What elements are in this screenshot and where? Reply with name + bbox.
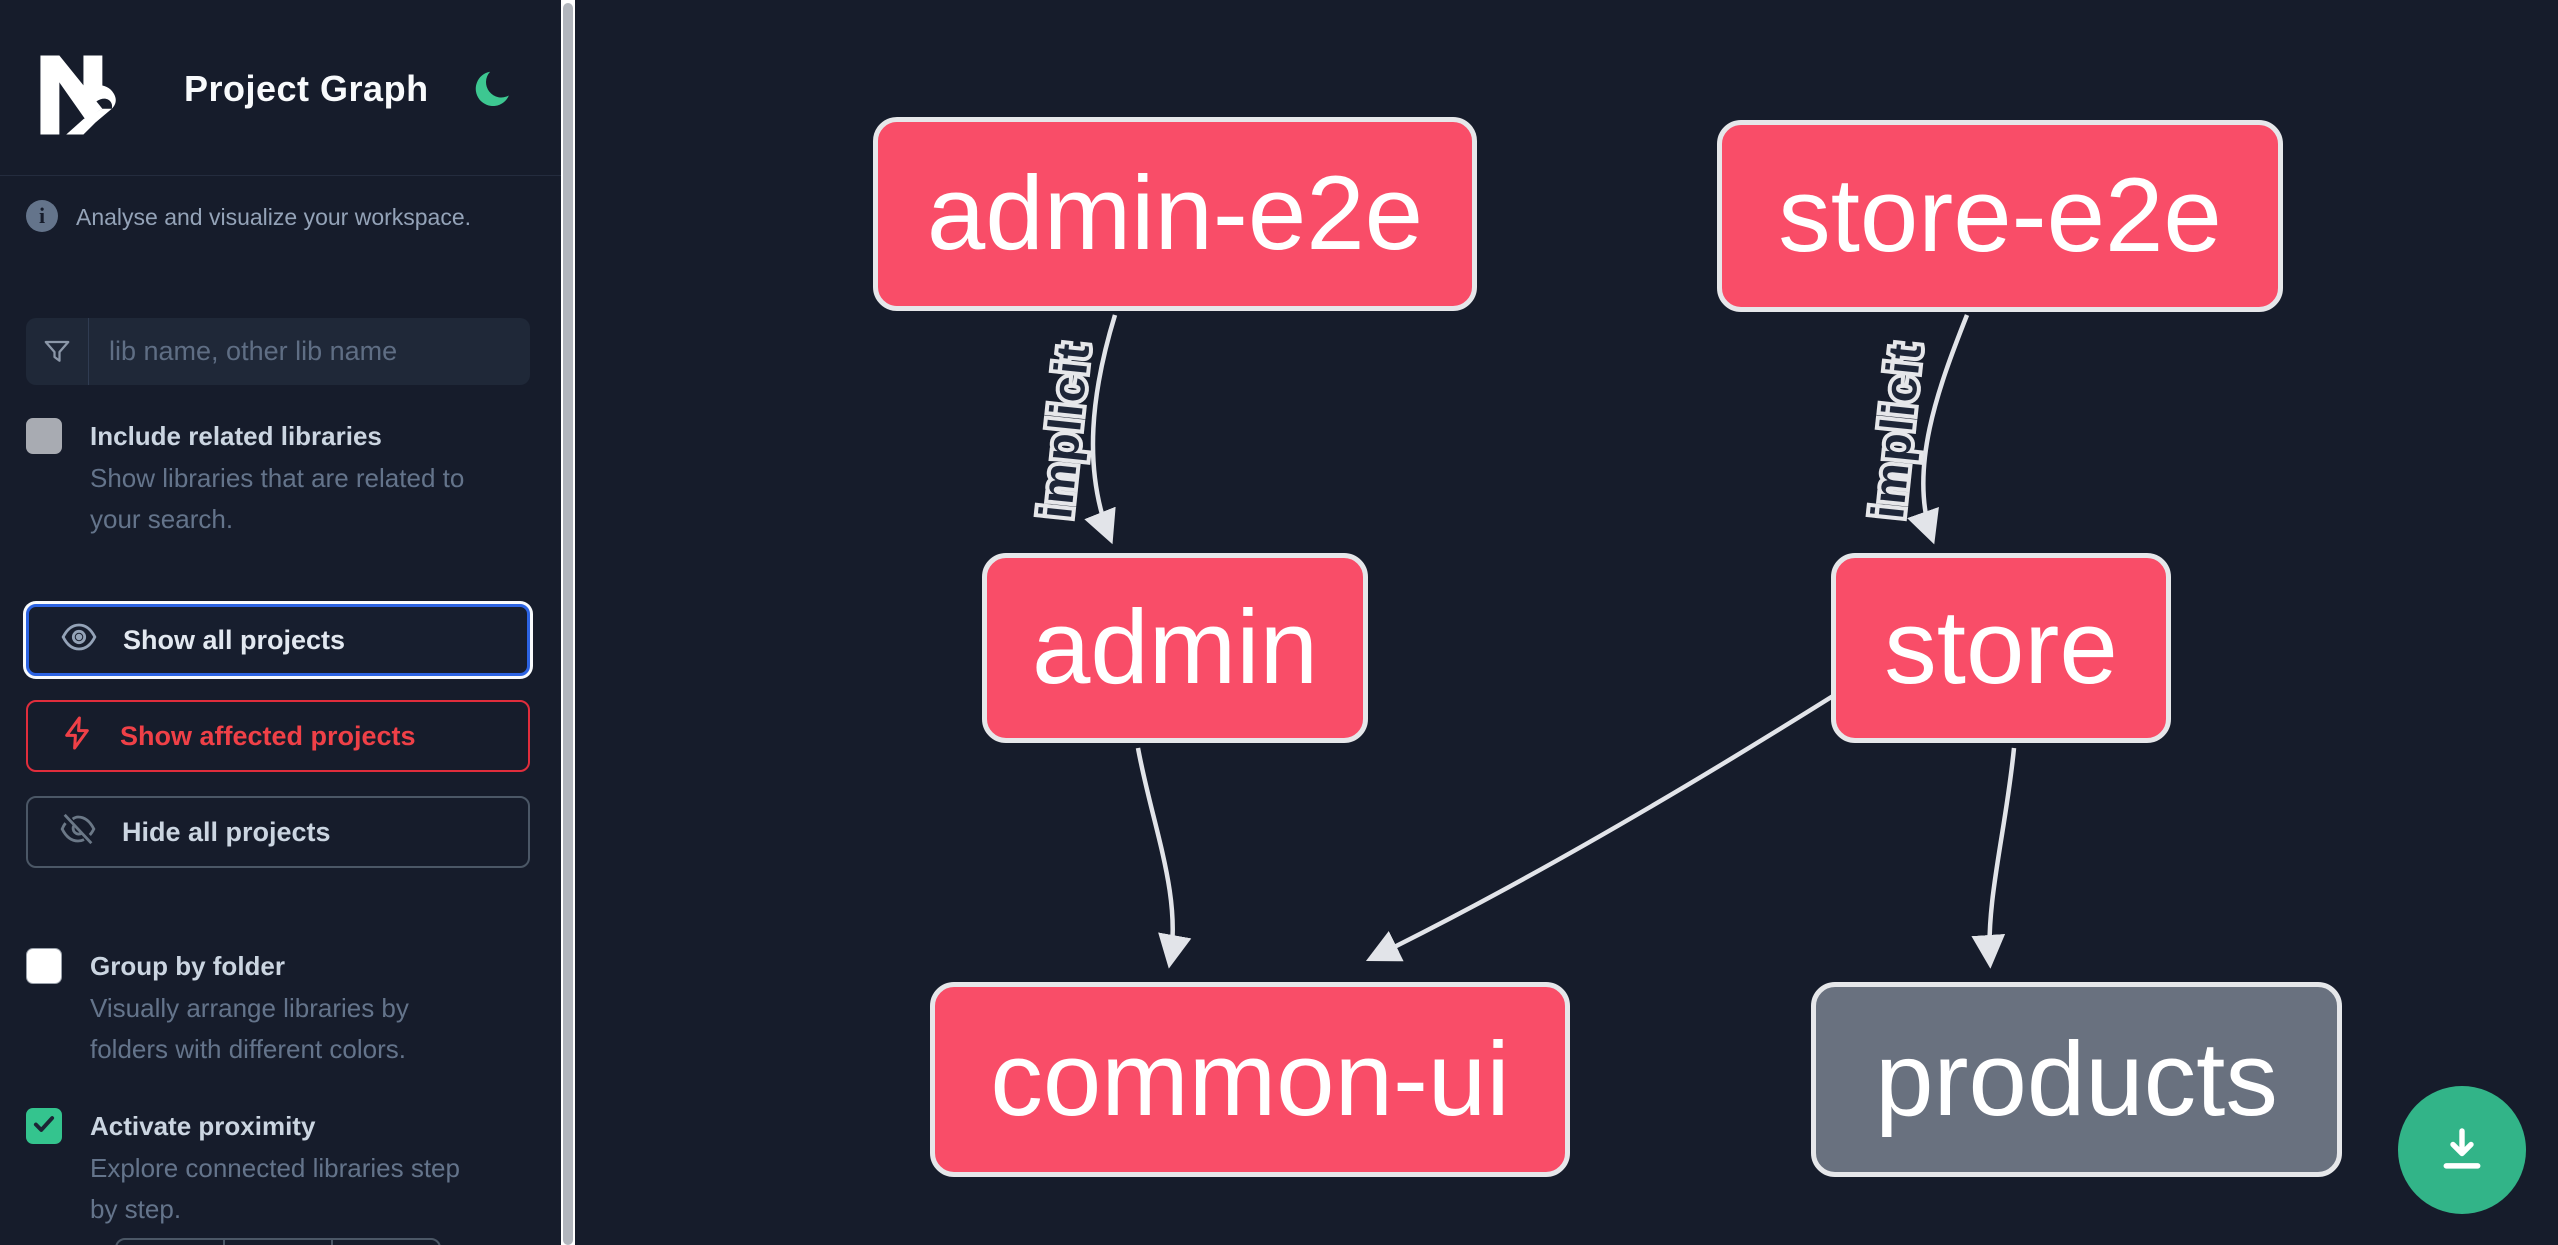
include-related-label: Include related libraries <box>90 421 382 451</box>
filter-funnel-icon <box>26 318 89 385</box>
moon-icon <box>469 71 515 115</box>
workspace-tagline-row: i Analyse and visualize your workspace. <box>26 200 536 232</box>
edge-admin-common-ui <box>1135 747 1192 969</box>
project-node-products[interactable]: products <box>1811 982 2342 1177</box>
activate-proximity-checkbox[interactable] <box>26 1108 62 1144</box>
proximity-value-segment <box>225 1240 333 1245</box>
page-title: Project Graph <box>184 68 429 109</box>
edge-admin-e2e-admin <box>1084 314 1118 545</box>
include-related-checkbox[interactable] <box>26 418 62 454</box>
edge-store-products <box>1971 747 2017 969</box>
download-graph-button[interactable] <box>2398 1086 2526 1214</box>
edge-store-e2e-store <box>1907 314 1970 545</box>
project-node-admin-e2e[interactable]: admin-e2e <box>873 117 1477 311</box>
sidebar-scrollbar-thumb[interactable] <box>563 3 573 1245</box>
edge-label-implicit-right: implicit <box>1861 340 1931 521</box>
edge-label-implicit-left: implicit <box>1029 340 1099 521</box>
check-icon <box>31 1111 57 1142</box>
activate-proximity-toggle: Activate proximity Explore connected lib… <box>26 1104 531 1230</box>
bolt-icon <box>58 714 96 759</box>
hide-all-projects-label: Hide all projects <box>122 816 331 847</box>
show-affected-projects-button[interactable]: Show affected projects <box>26 700 530 772</box>
project-node-admin[interactable]: admin <box>982 553 1368 743</box>
project-node-store-e2e[interactable]: store-e2e <box>1717 120 2283 312</box>
sidebar-scrollbar[interactable] <box>561 0 575 1245</box>
activate-proximity-description: Explore connected libraries step by step… <box>90 1153 460 1224</box>
show-affected-projects-label: Show affected projects <box>120 720 416 751</box>
workspace-tagline: Analyse and visualize your workspace. <box>76 204 472 230</box>
project-filter-box <box>26 318 530 385</box>
eye-off-icon <box>58 809 98 856</box>
activate-proximity-label: Activate proximity <box>90 1111 316 1141</box>
download-icon <box>2435 1122 2489 1179</box>
proximity-increment-segment[interactable] <box>333 1240 439 1245</box>
info-icon: i <box>26 200 58 232</box>
group-by-folder-description: Visually arrange libraries by folders wi… <box>90 993 409 1064</box>
group-by-folder-toggle: Group by folder Visually arrange librari… <box>26 944 531 1070</box>
show-all-projects-button[interactable]: Show all projects <box>26 604 530 676</box>
project-node-store[interactable]: store <box>1831 553 2171 743</box>
project-filter-input[interactable] <box>89 318 530 385</box>
theme-toggle-button[interactable] <box>468 66 516 114</box>
sidebar-header: Project Graph <box>0 0 561 176</box>
edge-store-common-ui <box>1365 694 1835 962</box>
proximity-decrement-segment[interactable] <box>117 1240 225 1245</box>
nx-logo <box>28 52 132 143</box>
group-by-folder-label: Group by folder <box>90 951 285 981</box>
sidebar: Project Graph i Analyse and visualize yo… <box>0 0 561 1245</box>
proximity-stepper[interactable] <box>115 1238 441 1245</box>
eye-icon <box>59 617 99 664</box>
include-related-description: Show libraries that are related to your … <box>90 463 465 534</box>
project-node-common-ui[interactable]: common-ui <box>930 982 1570 1177</box>
include-related-toggle: Include related libraries Show libraries… <box>26 414 531 540</box>
group-by-folder-checkbox[interactable] <box>26 948 62 984</box>
show-all-projects-label: Show all projects <box>123 624 346 655</box>
hide-all-projects-button[interactable]: Hide all projects <box>26 796 530 868</box>
